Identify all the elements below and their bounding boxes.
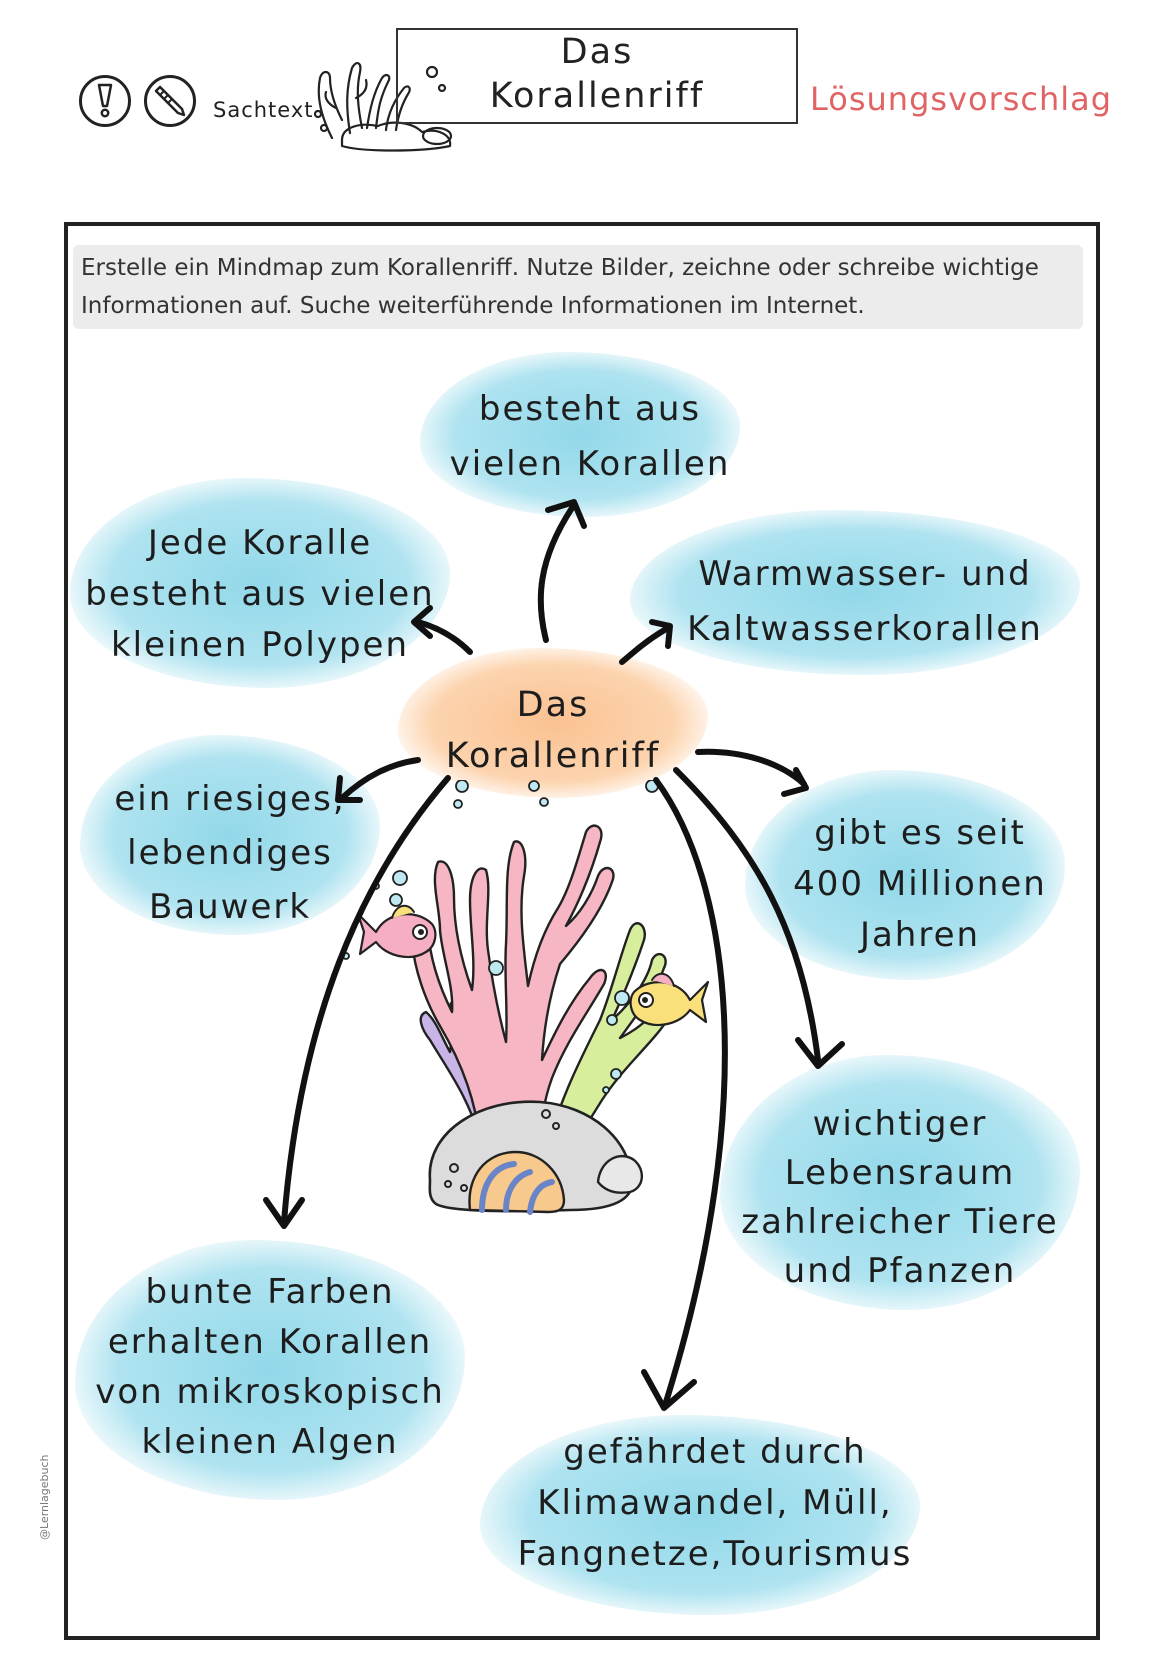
coral-reef-illustration: [313, 62, 453, 152]
center-node: Das Korallenriff: [400, 680, 706, 782]
node-bottom-line-2: Klimawandel, Müll,: [537, 1483, 893, 1523]
node-bottom-line-3: Fangnetze,Tourismus: [517, 1534, 913, 1574]
node-upper-right-line-2: Kaltwasserkorallen: [687, 609, 1043, 649]
node-top-line-2: vielen Korallen: [449, 444, 731, 484]
blob-bottom: [480, 1415, 920, 1615]
node-bottom-left-line-1: bunte Farben: [145, 1272, 395, 1312]
node-lower-right: wichtiger Lebensraum zahlreicher Tiere u…: [730, 1100, 1070, 1296]
node-top-line-1: besteht aus: [478, 389, 702, 429]
title-box: Das Korallenriff: [396, 28, 798, 124]
arrow-to-mid-right: [695, 748, 807, 787]
arrow-to-upper-right: [619, 625, 671, 665]
node-lower-right-line-1: wichtiger: [812, 1104, 988, 1144]
arrow-to-upper-left: [415, 619, 473, 655]
node-mid-left-line-2: lebendiges: [127, 833, 333, 873]
worksheet-frame: [64, 222, 1100, 1640]
task-line-2: Informationen auf. Suche weiterführende …: [81, 293, 865, 319]
node-upper-left-line-2: besteht aus vielen: [85, 574, 435, 614]
node-lower-right-line-4: und Pfanzen: [783, 1251, 1017, 1291]
node-mid-left-line-3: Bauwerk: [148, 887, 312, 927]
text-type-label: Sachtext: [213, 98, 314, 122]
node-upper-left-line-1: Jede Koralle: [147, 523, 373, 563]
blob-top: [420, 352, 740, 517]
blob-upper-right: [630, 510, 1080, 675]
task-line-1: Erstelle ein Mindmap zum Korallenriff. N…: [81, 255, 1039, 281]
node-upper-right-line-1: Warmwasser- und: [698, 554, 1032, 594]
node-bottom-left-line-2: erhalten Korallen: [107, 1322, 433, 1362]
pencil-icon: [144, 75, 196, 127]
node-upper-right: Warmwasser- und Kaltwasserkorallen: [665, 547, 1065, 657]
node-mid-right-line-2: 400 Millionen: [793, 864, 1047, 904]
solution-label: Lösungsvorschlag: [810, 80, 1113, 118]
node-lower-right-line-2: Lebensraum: [784, 1153, 1016, 1193]
arrow-to-top: [537, 505, 575, 643]
node-upper-left: Jede Koralle besteht aus vielen kleinen …: [70, 518, 450, 671]
node-mid-right: gibt es seit 400 Millionen Jahren: [770, 808, 1070, 961]
coral-illustration: [342, 780, 710, 1215]
node-mid-right-line-3: Jahren: [859, 915, 981, 955]
node-bottom-line-1: gefährdet durch: [563, 1432, 867, 1472]
center-line-1: Das: [516, 685, 590, 725]
node-top: besteht aus vielen Korallen: [420, 382, 760, 492]
arrow-to-bottom: [653, 777, 728, 1405]
node-bottom-left: bunte Farben erhalten Korallen von mikro…: [80, 1267, 460, 1467]
credit-label: @Lernlagebuch: [38, 1454, 51, 1540]
blob-center: [398, 648, 708, 798]
node-bottom: gefährdet durch Klimawandel, Müll, Fangn…: [500, 1427, 930, 1580]
node-lower-right-line-3: zahlreicher Tiere: [741, 1202, 1059, 1242]
arrow-to-mid-left: [339, 757, 421, 801]
arrow-to-bottom-left: [281, 775, 451, 1225]
node-bottom-left-line-4: kleinen Algen: [141, 1422, 399, 1462]
task-instruction: Erstelle ein Mindmap zum Korallenriff. N…: [73, 245, 1083, 329]
title-line-1: Das: [560, 32, 634, 72]
blob-upper-left: [70, 478, 450, 688]
blob-lower-right: [720, 1055, 1080, 1310]
blob-bottom-left: [75, 1240, 465, 1500]
node-upper-left-line-3: kleinen Polypen: [110, 625, 410, 665]
arrow-to-lower-right: [673, 767, 821, 1063]
node-mid-left-line-1: ein riesiges,: [114, 779, 346, 819]
title-line-2: Korallenriff: [489, 76, 705, 116]
blob-mid-left: [80, 735, 380, 935]
node-bottom-left-line-3: von mikroskopisch: [95, 1372, 445, 1412]
center-line-2: Korallenriff: [445, 736, 661, 776]
blob-mid-right: [745, 770, 1065, 980]
node-mid-left: ein riesiges, lebendiges Bauwerk: [90, 772, 370, 934]
exclamation-icon: [79, 75, 131, 127]
node-mid-right-line-1: gibt es seit: [814, 813, 1026, 853]
